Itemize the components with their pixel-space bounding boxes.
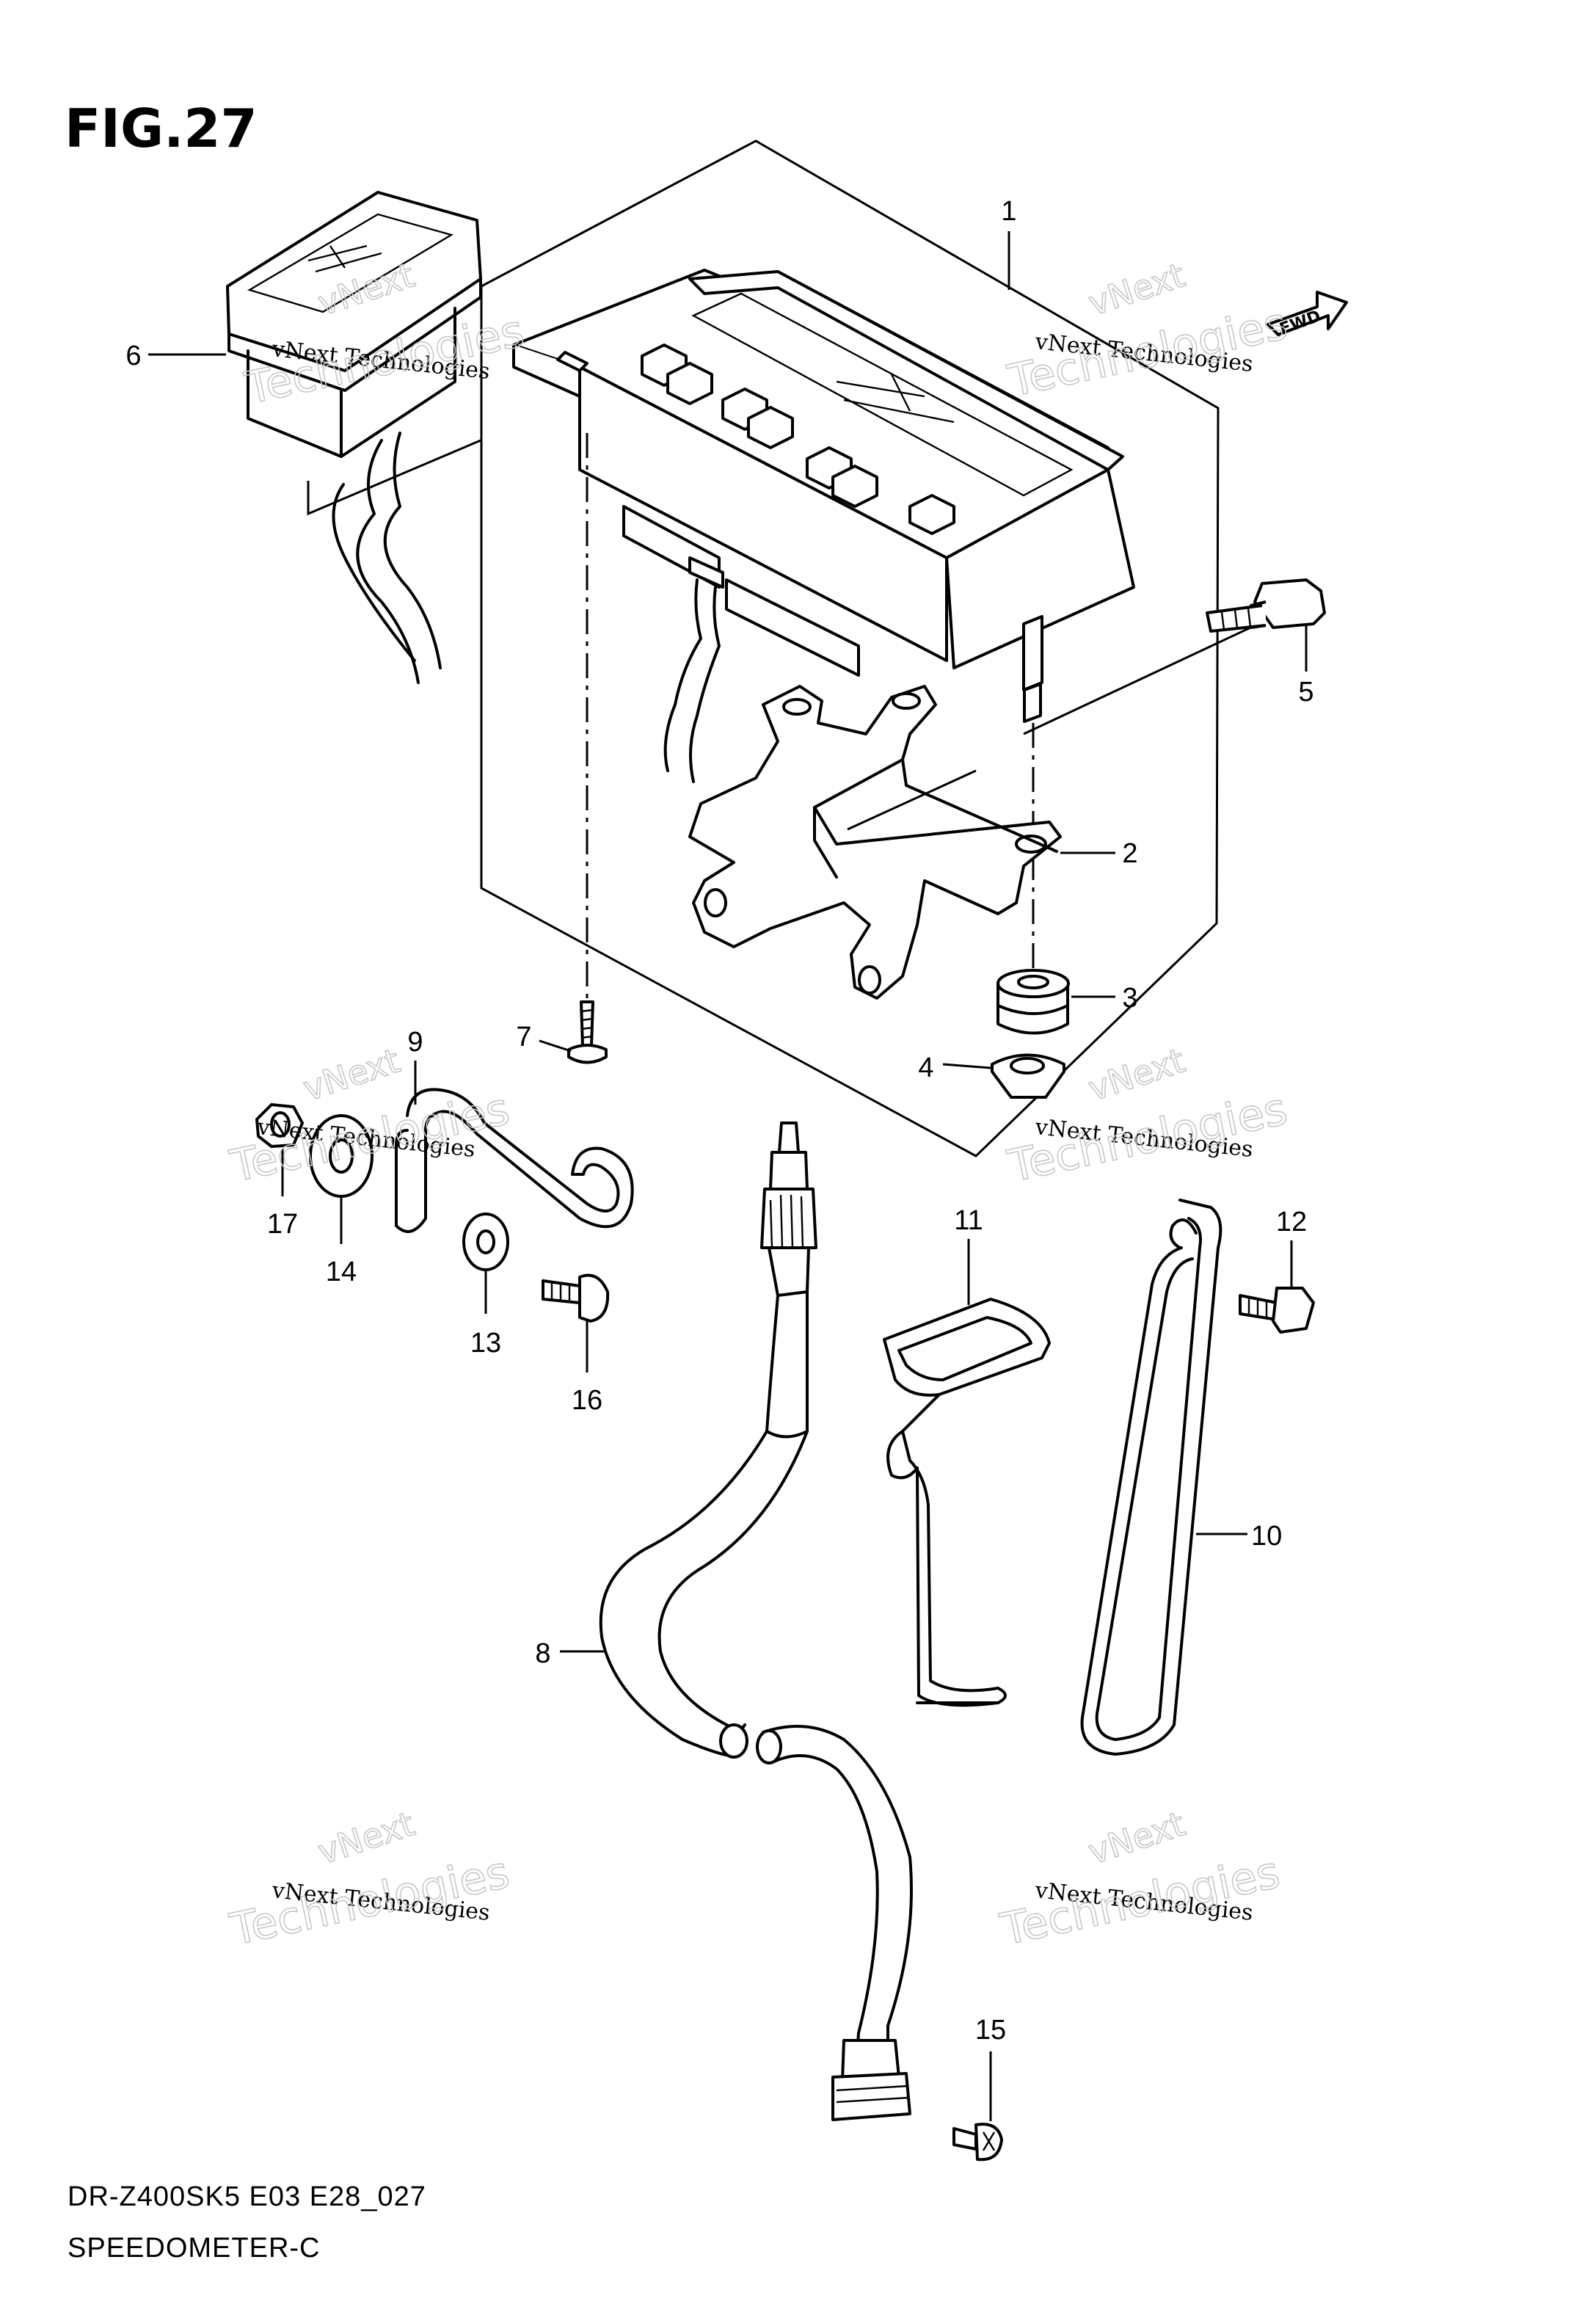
part-11-wire-clamp[interactable] [883, 1298, 1051, 1707]
model-code: DR-Z400SK5 E03 E28_027 [68, 2181, 426, 2212]
watermark-vnext: vNext [1084, 1041, 1190, 1109]
callout-2: 2 [1122, 838, 1137, 869]
callout-16: 16 [572, 1385, 602, 1416]
callout-7: 7 [516, 1022, 531, 1053]
callout-3: 3 [1122, 983, 1137, 1014]
part-6-reference-line [307, 439, 481, 516]
part-6-display-unit[interactable] [226, 191, 482, 684]
callout-17: 17 [267, 1209, 298, 1240]
watermark-technologies: Technologies [226, 1847, 514, 1956]
callout-9: 9 [407, 1027, 423, 1058]
callout-14: 14 [326, 1257, 357, 1287]
assembly-frame [480, 139, 1220, 1157]
part-4-collar[interactable] [991, 1053, 1065, 1099]
part-8-speedometer-cable[interactable] [599, 1122, 913, 2121]
callout-leaders [148, 231, 1308, 2121]
part-17-nut[interactable] [255, 1103, 304, 1148]
callout-15: 15 [975, 2015, 1006, 2046]
watermark-technologies: Technologies [996, 1847, 1285, 1956]
figure-title: FIG.27 [65, 98, 258, 159]
meter-buttons[interactable] [641, 343, 955, 535]
watermark-technologies: Technologies [1004, 298, 1292, 407]
part-14-washer[interactable] [309, 1114, 374, 1198]
part-5-bolt[interactable] [1206, 578, 1326, 633]
part-13-washer[interactable] [462, 1213, 509, 1271]
part-7-screw[interactable] [567, 1000, 608, 1064]
watermark-technologies: Technologies [226, 1083, 514, 1193]
part-12-bolt[interactable] [1239, 1287, 1315, 1334]
part-16-bolt[interactable] [542, 1273, 610, 1323]
bolt-5-axis-line [1023, 622, 1259, 735]
part-1-speedometer[interactable] [512, 269, 1135, 783]
callout-5: 5 [1298, 677, 1313, 708]
callout-11: 11 [954, 1205, 983, 1236]
watermark-bottom-left: vNext vNext Technologies Technologies [225, 1803, 514, 1957]
part-3-grommet[interactable] [996, 969, 1070, 1035]
watermark-technologies: Technologies [1004, 1083, 1292, 1193]
bracket-reference-line [847, 769, 977, 831]
watermark-vnext: vNext [1084, 1804, 1190, 1872]
callout-6: 6 [125, 341, 141, 371]
part-2-bracket[interactable] [688, 685, 1062, 1000]
callout-12: 12 [1276, 1207, 1307, 1237]
watermark-vnext: vNext [313, 1804, 420, 1872]
diagram-name: SPEEDOMETER-C [68, 2233, 320, 2264]
watermark-vnext: vNext [1084, 255, 1190, 324]
callout-10: 10 [1251, 1521, 1282, 1552]
callout-numbers: 1 2 3 4 5 6 7 8 9 10 11 12 13 14 15 16 1… [125, 196, 1313, 2046]
part-15-screw[interactable] [952, 2123, 1003, 2162]
part-10-long-clamp[interactable] [1080, 1199, 1222, 1756]
watermark-vnext: vNext [299, 1041, 405, 1109]
watermark-top-right: vNext vNext Technologies Technologies [1003, 255, 1292, 408]
callout-4: 4 [918, 1053, 933, 1083]
watermark-bottom-right: vNext vNext Technologies Technologies [996, 1803, 1285, 1957]
callout-13: 13 [470, 1328, 501, 1359]
callout-8: 8 [535, 1638, 550, 1669]
part-9-clamp[interactable] [395, 1088, 634, 1233]
callout-1: 1 [1001, 196, 1016, 227]
